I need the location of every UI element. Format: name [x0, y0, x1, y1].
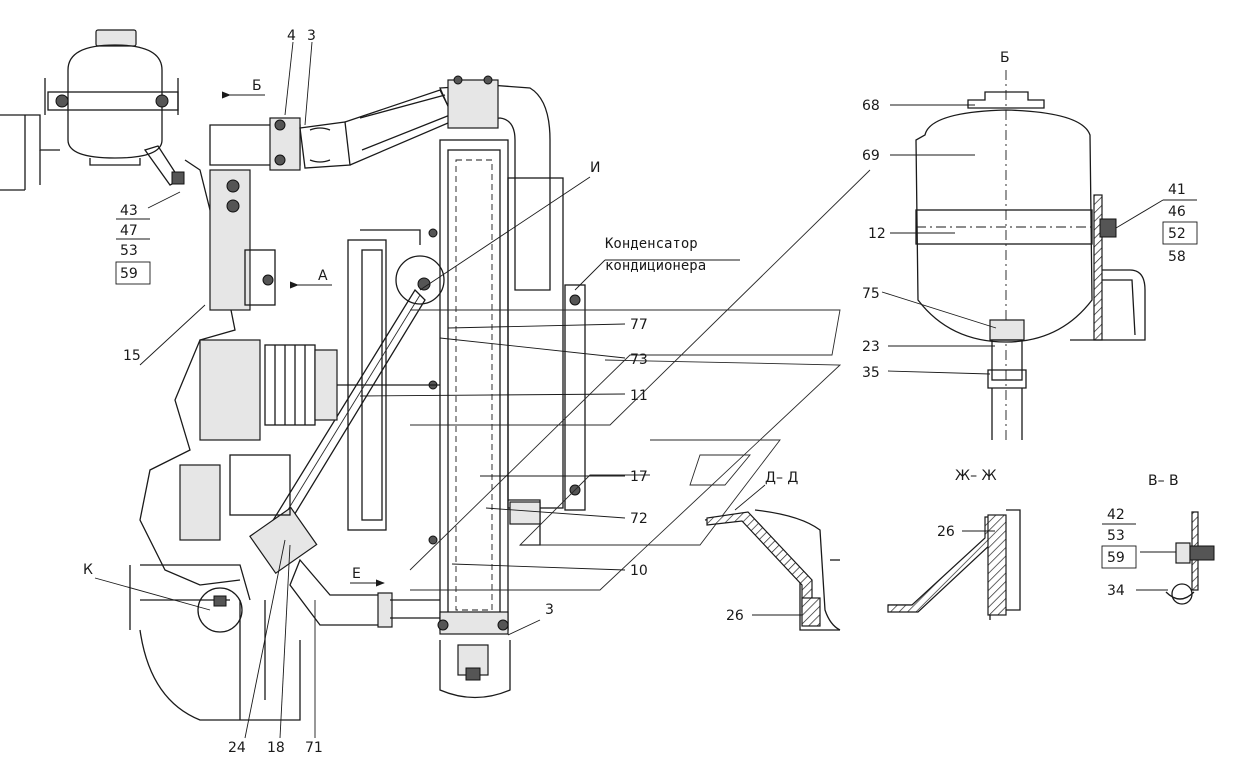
callout-3-bottom: 3: [545, 602, 554, 618]
view-b-23: 23: [862, 339, 880, 355]
callout-3: 3: [307, 28, 316, 44]
view-b-58: 58: [1168, 249, 1186, 265]
callout-71: 71: [305, 740, 323, 756]
view-b-12: 12: [868, 226, 886, 242]
callout-72: 72: [630, 511, 648, 527]
main-leaders: [94, 41, 766, 739]
view-b-35: 35: [862, 365, 880, 381]
tie-rod: [249, 255, 445, 575]
section-zh-zh: [887, 509, 1021, 620]
callout-47: 47: [120, 223, 138, 239]
view-b-46: 46: [1168, 204, 1186, 220]
expansion-tank-main: [44, 29, 185, 186]
section-d-title: Д– Д: [765, 470, 798, 486]
view-b-69: 69: [862, 148, 880, 164]
section-v-v: [1136, 511, 1215, 605]
callout-77: 77: [630, 317, 648, 333]
section-d-d: [704, 509, 841, 631]
view-b-arrow-label: Б: [252, 78, 262, 94]
view-b-75: 75: [862, 286, 880, 302]
view-a-arrow-label: А: [318, 268, 328, 284]
section-i-label: И: [590, 160, 600, 176]
callout-11: 11: [630, 388, 648, 404]
radiator-bottom-mount: [439, 640, 511, 699]
view-b-52: 52: [1168, 226, 1186, 242]
section-v-53: 53: [1107, 528, 1125, 544]
lower-coolant-pipe: [289, 558, 440, 628]
view-b-stack: 41 46 52 58: [1162, 182, 1198, 265]
view-b-41: 41: [1168, 182, 1186, 198]
condenser-label-2: кондиционера: [605, 258, 706, 274]
callout-24: 24: [228, 740, 246, 756]
section-v-stack: 42 53 59: [1101, 507, 1137, 569]
labels: 4 3 Б А Е 43 47 53 59 15 К 24 18 71 И Ко…: [83, 28, 1198, 756]
left-stack: 43 47 53 59: [115, 203, 151, 285]
main-assembly-view: [0, 29, 871, 721]
section-zh-26: 26: [937, 524, 955, 540]
callout-43: 43: [120, 203, 138, 219]
section-v-34: 34: [1107, 583, 1125, 599]
callout-17: 17: [630, 469, 648, 485]
callout-53: 53: [120, 243, 138, 259]
view-b-tank: [881, 70, 1164, 440]
section-v-42: 42: [1107, 507, 1125, 523]
engine-pulleys: [129, 159, 440, 633]
radiator: [428, 139, 586, 635]
engine-mount: [139, 600, 301, 721]
view-b-title: Б: [1000, 50, 1010, 66]
condenser-label-1: Конденсатор: [605, 236, 698, 252]
section-v-title: В– В: [1148, 473, 1179, 489]
callout-59: 59: [120, 266, 138, 282]
callout-73: 73: [630, 352, 648, 368]
callout-10: 10: [630, 563, 648, 579]
section-zh-title: Ж– Ж: [955, 468, 997, 484]
upper-coolant-pipe: [209, 75, 551, 291]
callout-15: 15: [123, 348, 141, 364]
callout-4: 4: [287, 28, 296, 44]
callout-k: К: [83, 562, 93, 578]
section-d-26: 26: [726, 608, 744, 624]
view-b-68: 68: [862, 98, 880, 114]
callout-18: 18: [267, 740, 285, 756]
condenser-panels: [409, 169, 871, 591]
view-e-arrow-label: Е: [352, 566, 361, 582]
section-v-59: 59: [1107, 550, 1125, 566]
